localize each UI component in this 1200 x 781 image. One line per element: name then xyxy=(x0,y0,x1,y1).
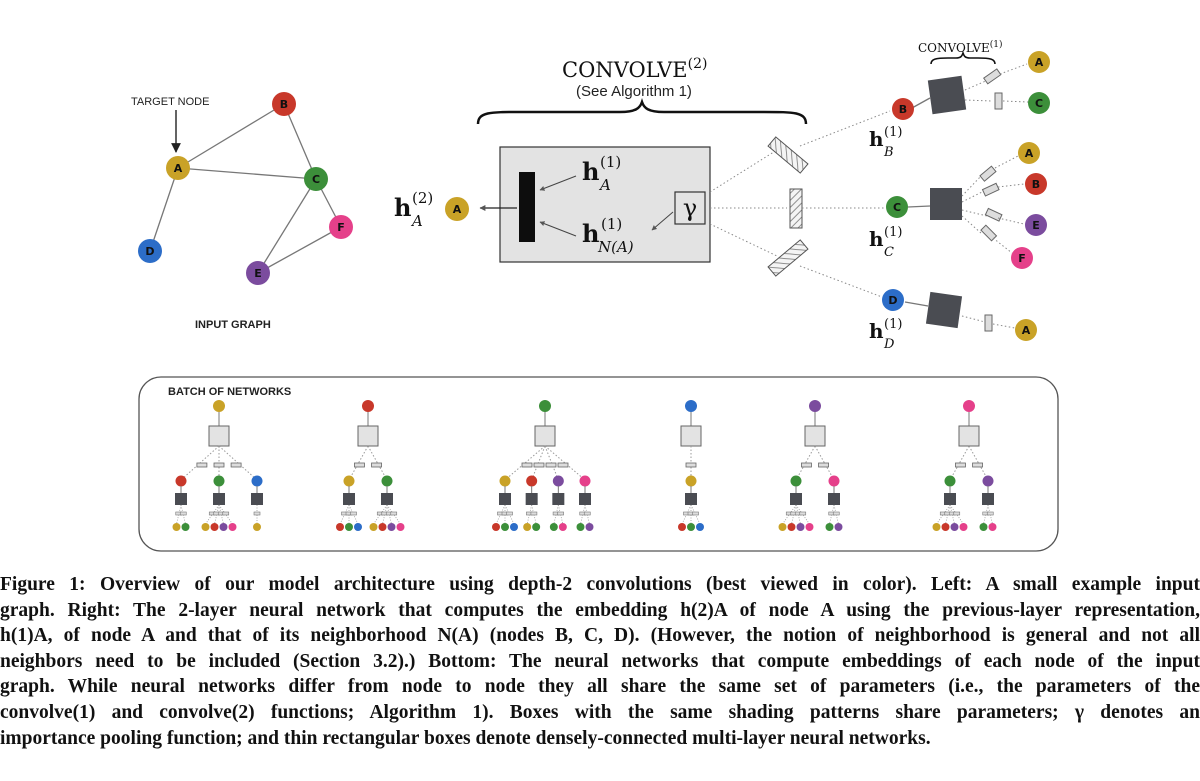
h-d-1-sup: (1) xyxy=(884,317,902,332)
arrow-ha1-to-bar xyxy=(539,175,577,191)
svg-text:A: A xyxy=(174,162,183,175)
network-c xyxy=(492,400,594,531)
edge-a-b xyxy=(177,103,285,169)
convolve-2-block: CONVOLVE(2) (See Algorithm 1) γ h (1) A … xyxy=(394,56,891,298)
svg-text:F: F xyxy=(1018,252,1026,265)
output-node-a: A xyxy=(445,197,469,221)
svg-text:E: E xyxy=(1032,219,1040,232)
gamma-symbol: γ xyxy=(683,194,697,222)
svg-text:C: C xyxy=(893,201,901,214)
h-a-1-label: h xyxy=(582,157,599,186)
svg-text:D: D xyxy=(145,245,154,258)
graph-node-e: E xyxy=(246,261,270,285)
concat-layer-bar xyxy=(519,172,535,242)
caption-line-1: Figure 1: Overview of our model architec… xyxy=(0,574,1200,595)
svg-text:h: h xyxy=(869,227,884,251)
subtree-c: C A B E F h (1) C xyxy=(869,142,1047,269)
h-b-1-sub: B xyxy=(883,145,894,160)
svg-text:A: A xyxy=(1022,324,1031,337)
svg-text:A: A xyxy=(1035,56,1044,69)
network-e xyxy=(778,400,843,531)
arrow-hn-to-bar xyxy=(539,221,577,237)
graph-node-b: B xyxy=(272,92,296,116)
edge-a-c xyxy=(177,167,317,180)
convolve-2-brace xyxy=(476,98,808,125)
dense-box-d xyxy=(767,239,809,277)
convolve-2-title: CONVOLVE(2) xyxy=(562,56,707,82)
target-node-label: TARGET NODE xyxy=(131,96,209,108)
svg-text:D: D xyxy=(888,294,897,307)
svg-text:A: A xyxy=(1025,147,1034,160)
h-n-a-sub: N(A) xyxy=(597,238,634,256)
graph-node-a: A xyxy=(166,156,190,180)
convolve-1-title: CONVOLVE(1) xyxy=(918,39,1003,55)
h-c-1-sup: (1) xyxy=(884,225,902,240)
svg-text:C: C xyxy=(312,173,320,186)
gamma-pooling-box xyxy=(674,191,706,225)
dense-box-c xyxy=(789,188,803,229)
h-a-1-sup: (1) xyxy=(600,153,621,171)
graph-node-d: D xyxy=(138,239,162,263)
figure-caption: Figure 1: Overview of our model architec… xyxy=(0,572,1200,777)
network-f xyxy=(932,400,997,531)
caption-line-7: importance pooling function; and thin re… xyxy=(0,727,931,749)
caption-line-4: neighbors need to be included (Section 3… xyxy=(0,650,1200,672)
batch-label: BATCH OF NETWORKS xyxy=(168,386,291,398)
input-graph-label: INPUT GRAPH xyxy=(195,319,271,331)
caption-line-5: graph. While neural networks differ from… xyxy=(0,676,1200,698)
see-algorithm-label: (See Algorithm 1) xyxy=(576,83,692,100)
h-n-a-sup: (1) xyxy=(601,215,622,233)
batch-panel xyxy=(138,376,1059,552)
svg-text:h: h xyxy=(869,127,884,151)
architecture-figure: TARGET NODE INPUT GRAPH A B C D E F CONV… xyxy=(131,39,1059,552)
caption-line-3: h(1)A, of node A and that of its neighbo… xyxy=(0,625,1200,647)
convolve-1-brace xyxy=(930,50,996,65)
edge-a-d xyxy=(149,167,179,252)
input-graph: TARGET NODE INPUT GRAPH A B C D E F xyxy=(131,92,353,331)
dense-box-b xyxy=(767,136,809,174)
h-n-a-label: h xyxy=(582,219,599,248)
h-a-1-sub: A xyxy=(598,176,611,194)
svg-text:B: B xyxy=(280,98,288,111)
network-a xyxy=(172,400,263,531)
graph-node-c: C xyxy=(304,167,328,191)
caption-line-2: graph. Right: The 2-layer neural network… xyxy=(0,599,1200,621)
arrow-gamma-to-hn xyxy=(651,211,674,231)
convolve-1-block: CONVOLVE(1) B A C h (1) B xyxy=(869,39,1050,352)
network-b xyxy=(336,400,405,531)
edge-e-f xyxy=(257,226,342,274)
caption-line-6: convolve(1) and convolve(2) functions; A… xyxy=(0,701,1200,723)
h-a-2-label: h xyxy=(394,193,411,222)
svg-text:A: A xyxy=(453,203,462,216)
svg-text:C: C xyxy=(1035,97,1043,110)
edge-b-c xyxy=(283,103,317,180)
svg-text:E: E xyxy=(254,267,262,280)
edge-c-e xyxy=(257,178,317,274)
network-d xyxy=(678,400,704,531)
svg-text:h: h xyxy=(869,319,884,343)
h-a-2-sup: (2) xyxy=(412,189,433,207)
h-c-1-sub: C xyxy=(884,245,894,260)
h-b-1-sup: (1) xyxy=(884,125,902,140)
svg-text:F: F xyxy=(337,221,345,234)
subtree-b: B A C h (1) B xyxy=(869,51,1050,160)
h-d-1-sub: D xyxy=(883,337,895,352)
graph-node-f: F xyxy=(329,215,353,239)
svg-text:B: B xyxy=(899,103,907,116)
svg-text:B: B xyxy=(1032,178,1040,191)
subtree-d: D A h (1) D xyxy=(869,289,1037,352)
batch-of-networks: BATCH OF NETWORKS xyxy=(138,376,1059,552)
h-a-2-sub: A xyxy=(410,212,423,230)
